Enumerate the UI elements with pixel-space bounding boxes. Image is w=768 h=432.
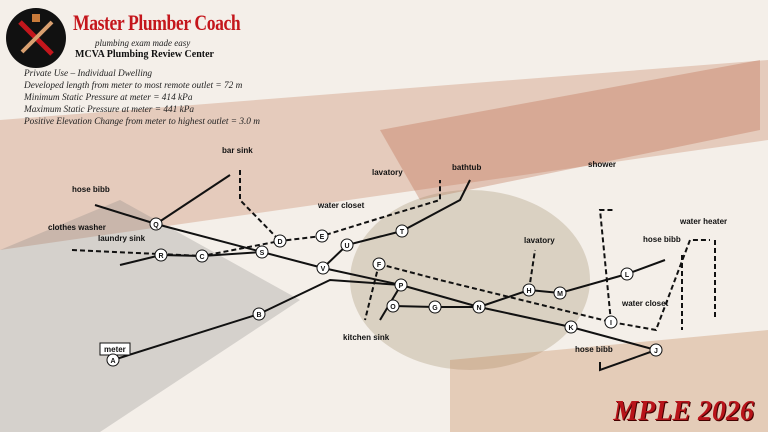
- node-R-circle: [154, 248, 168, 262]
- node-B-label: B: [256, 312, 261, 319]
- node-V-circle: [316, 261, 330, 275]
- node-T-label: T: [400, 229, 405, 236]
- label-water-heater: water heater: [679, 217, 727, 226]
- node-I-circle: [604, 315, 618, 329]
- node-B-circle: [252, 307, 266, 321]
- exam-title: MPLE 2026: [613, 396, 754, 427]
- node-G-circle: [428, 300, 442, 314]
- brand-tagline: plumbing exam made easy: [95, 38, 191, 48]
- logo: [6, 8, 66, 68]
- label-bar-sink: bar sink: [222, 146, 253, 155]
- node-E-circle: [315, 229, 329, 243]
- node-L-circle: [620, 267, 634, 281]
- node-S-label: S: [260, 250, 265, 257]
- node-H-label: H: [526, 288, 531, 295]
- label-bathtub: bathtub: [452, 163, 481, 172]
- node-I-label: I: [610, 320, 612, 327]
- node-C-circle: [195, 249, 209, 263]
- node-M-label: M: [557, 291, 563, 298]
- node-N-label: N: [476, 305, 481, 312]
- label-hose-bibb: hose bibb: [643, 235, 681, 244]
- node-F-circle: [372, 257, 386, 271]
- label-shower: shower: [588, 160, 616, 169]
- node-T-circle: [395, 224, 409, 238]
- node-R-label: R: [158, 253, 163, 260]
- node-U-circle: [340, 238, 354, 252]
- node-O-label: O: [390, 304, 396, 311]
- label-clothes-washer: clothes washer: [48, 223, 106, 232]
- node-E-label: E: [320, 234, 325, 241]
- node-P-circle: [394, 278, 408, 292]
- brand-title: Master Plumber Coach: [73, 10, 241, 35]
- info-line: Developed length from meter to most remo…: [24, 81, 243, 91]
- node-G-label: G: [432, 305, 438, 312]
- node-J-circle: [649, 343, 663, 357]
- review-center-name: MCVA Plumbing Review Center: [75, 49, 214, 60]
- label-hose-bibb: hose bibb: [575, 345, 613, 354]
- node-markers: A B C R Q S D E U T V F P O G N K I J H M L: [106, 217, 663, 367]
- label-water-closet: water closet: [317, 201, 365, 210]
- node-V-label: V: [321, 266, 326, 273]
- node-J-label: J: [654, 348, 658, 355]
- node-D-circle: [273, 234, 287, 248]
- node-L-label: L: [625, 272, 630, 279]
- node-S-circle: [255, 245, 269, 259]
- label-meter: meter: [104, 345, 126, 354]
- label-water-closet: water closet: [621, 299, 669, 308]
- node-F-label: F: [377, 262, 382, 269]
- node-H-circle: [522, 283, 536, 297]
- node-D-label: D: [277, 239, 282, 246]
- node-A-circle: [106, 353, 120, 367]
- node-C-label: C: [199, 254, 204, 261]
- node-U-label: U: [344, 243, 349, 250]
- problem-info: Private Use – Individual Dwelling Develo…: [24, 68, 260, 128]
- label-lavatory: lavatory: [524, 236, 555, 245]
- info-line: Minimum Static Pressure at meter = 414 k…: [24, 93, 193, 103]
- info-line: Maximum Static Pressure at meter = 441 k…: [24, 105, 195, 115]
- label-lavatory: lavatory: [372, 168, 403, 177]
- node-N-circle: [472, 300, 486, 314]
- info-line: Private Use – Individual Dwelling: [24, 69, 153, 79]
- label-kitchen-sink: kitchen sink: [343, 333, 390, 342]
- node-M-circle: [553, 286, 567, 300]
- node-A-label: A: [110, 358, 115, 365]
- info-line: Positive Elevation Change from meter to …: [24, 117, 260, 127]
- node-P-label: P: [399, 283, 404, 290]
- node-O-circle: [386, 299, 400, 313]
- node-K-label: K: [568, 325, 573, 332]
- node-Q-circle: [149, 217, 163, 231]
- node-K-circle: [564, 320, 578, 334]
- label-laundry-sink: laundry sink: [98, 234, 146, 243]
- label-hose-bibb: hose bibb: [72, 185, 110, 194]
- node-Q-label: Q: [153, 222, 159, 229]
